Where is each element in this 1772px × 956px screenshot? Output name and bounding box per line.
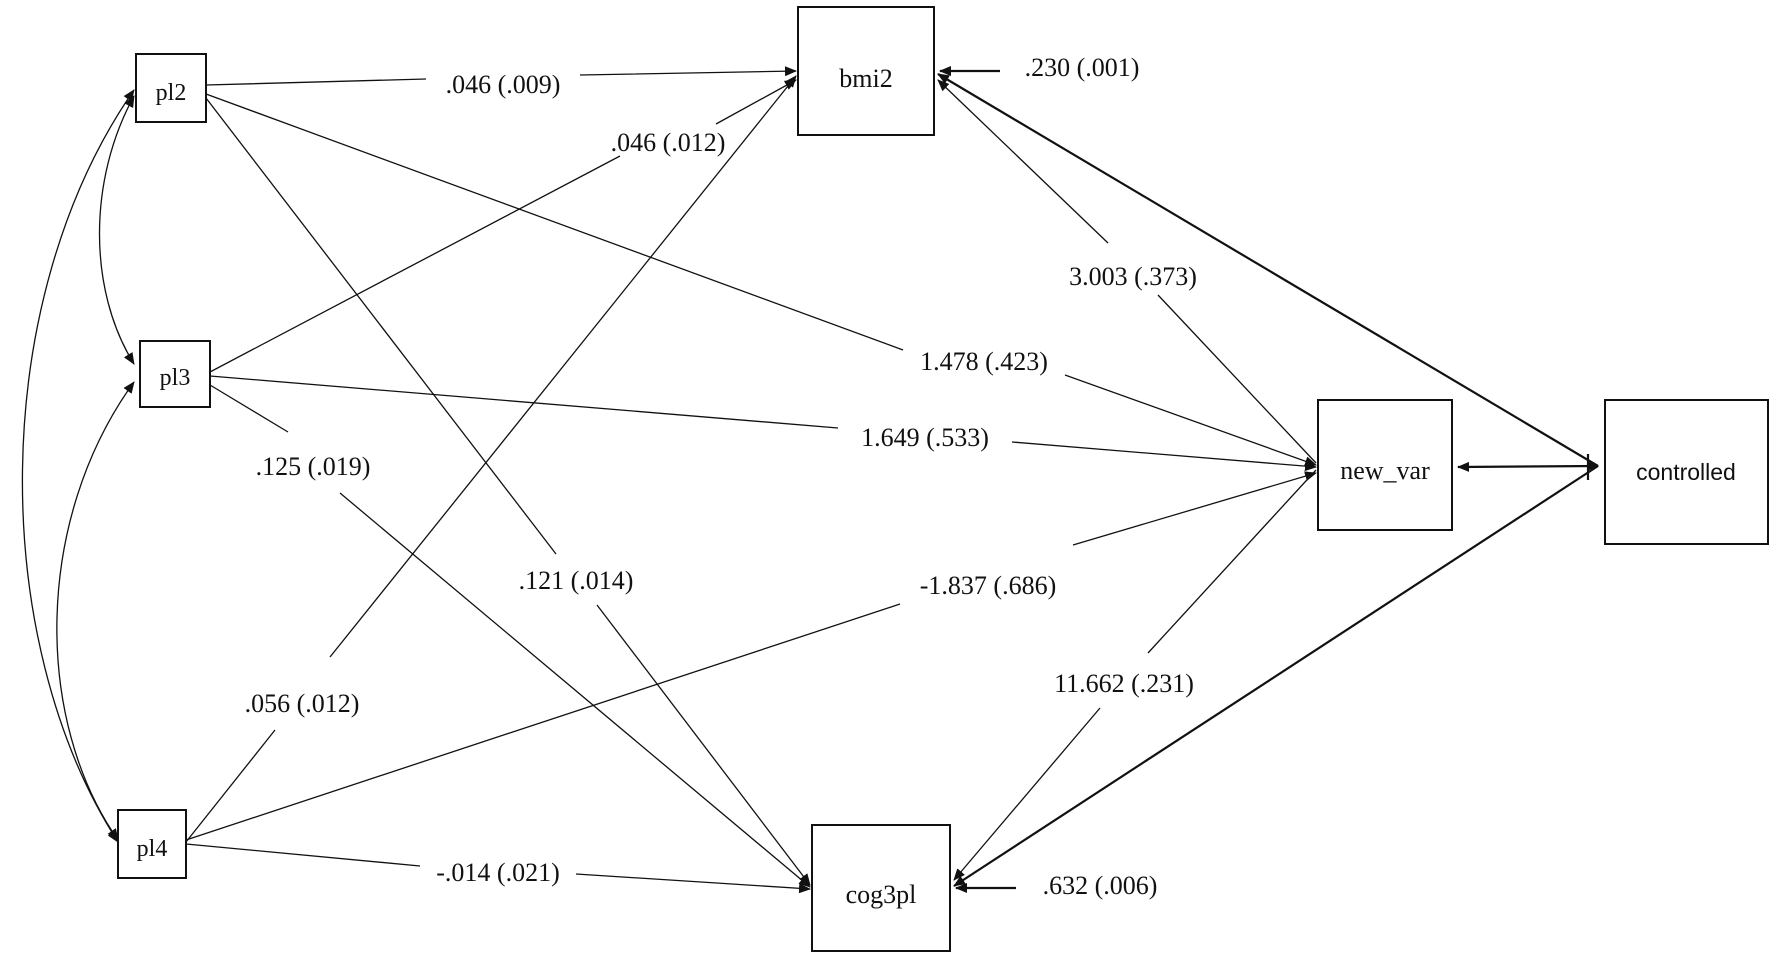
path-controlled-bmi2	[937, 73, 1599, 467]
coef-pl3-new-var: 1.649 (.533)	[861, 423, 989, 452]
path-pl4-cog3pl	[185, 843, 810, 889]
covariance-pl3-pl4	[56, 381, 135, 841]
coef-new-var-cog3pl: 11.662 (.231)	[1054, 669, 1194, 698]
path-pl3-bmi2	[209, 80, 796, 373]
path-pl2-cog3pl	[205, 97, 810, 885]
error-label-bmi2: .230 (.001)	[1025, 53, 1140, 82]
node-cog3pl-label: cog3pl	[846, 880, 917, 909]
node-pl4: pl4	[117, 809, 187, 879]
path-pl3-cog3pl	[209, 384, 810, 887]
path-new-var-bmi2	[938, 80, 1317, 464]
covariance-pl2-pl4	[21, 89, 135, 843]
coef-pl4-new-var: -1.837 (.686)	[920, 571, 1056, 600]
node-pl2-label: pl2	[156, 80, 187, 106]
coef-pl3-bmi2: .046 (.012)	[611, 128, 726, 157]
path-pl4-new-var	[185, 473, 1316, 841]
path-controlled-new-var	[1457, 461, 1599, 472]
path-pl4-bmi2	[185, 76, 796, 843]
node-bmi2: bmi2	[797, 6, 935, 136]
node-pl4-label: pl4	[137, 836, 168, 862]
path-pl2-new-var	[205, 93, 1316, 465]
node-controlled: controlled	[1604, 399, 1769, 545]
error-label-cog3pl: .632 (.006)	[1043, 871, 1158, 900]
coef-pl3-cog3pl: .125 (.019)	[256, 452, 371, 481]
node-pl3: pl3	[139, 340, 211, 408]
coef-new-var-bmi2: 3.003 (.373)	[1069, 262, 1197, 291]
node-pl3-label: pl3	[160, 365, 191, 391]
node-new-var-label: new_var	[1340, 456, 1430, 485]
path-controlled-cog3pl	[953, 465, 1599, 887]
path-pl3-new-var	[209, 375, 1316, 467]
node-cog3pl: cog3pl	[811, 824, 951, 952]
coef-pl2-new-var: 1.478 (.423)	[920, 347, 1048, 376]
coef-pl4-bmi2: .056 (.012)	[245, 689, 360, 718]
node-pl2: pl2	[135, 53, 207, 123]
path-pl2-bmi2	[205, 71, 796, 86]
node-bmi2-label: bmi2	[839, 64, 892, 93]
node-new-var: new_var	[1317, 399, 1453, 531]
coef-pl2-cog3pl: .121 (.014)	[519, 566, 634, 595]
coef-pl4-cog3pl: -.014 (.021)	[436, 858, 559, 887]
node-controlled-label: controlled	[1636, 459, 1736, 485]
coef-pl2-bmi2: .046 (.009)	[446, 70, 561, 99]
path-new-var-cog3pl	[954, 469, 1317, 880]
